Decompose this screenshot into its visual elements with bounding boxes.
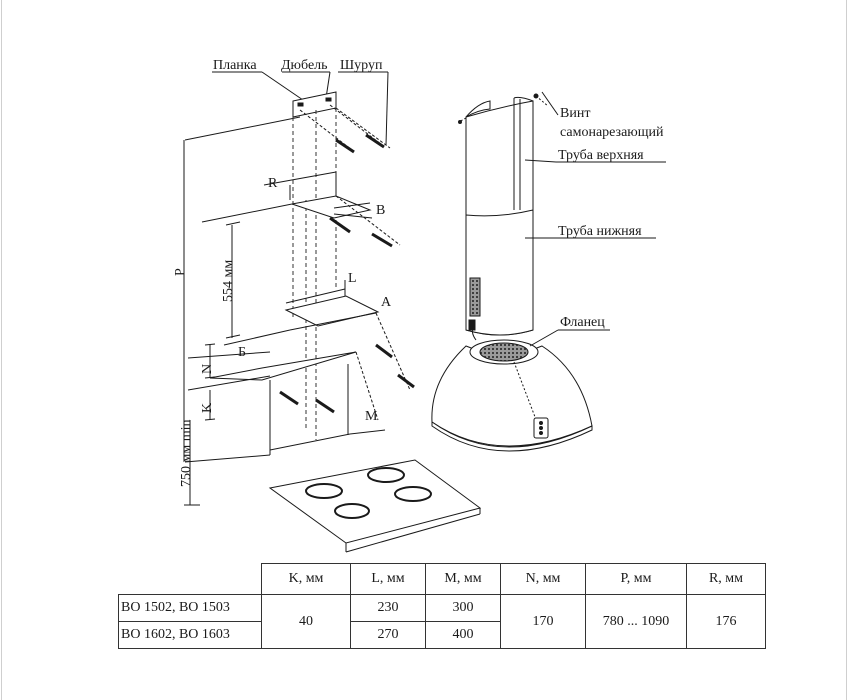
dim-750 <box>184 420 200 506</box>
hood-illustration <box>431 91 666 452</box>
dim-label-r: R <box>268 176 278 191</box>
dim-label-b: B <box>376 203 385 218</box>
cooktop <box>268 459 482 553</box>
table-header-row: K, мм L, мм M, мм N, мм P, мм R, мм <box>118 563 766 595</box>
dim-label-be: Б <box>238 345 246 360</box>
header-p: P, мм <box>585 563 687 595</box>
dim-554 <box>225 221 241 339</box>
label-truba-verkhnyaya: Труба верхняя <box>558 148 644 163</box>
dim-label-a: A <box>381 295 392 310</box>
label-planka: Планка <box>213 58 257 73</box>
label-truba-nizhnyaya: Труба нижняя <box>558 224 642 239</box>
cell-n: 170 <box>500 594 586 649</box>
header-l: L, мм <box>350 563 426 595</box>
duct-vent-grille <box>469 277 481 317</box>
cell-r: 176 <box>686 594 766 649</box>
right-frame-line <box>846 0 847 700</box>
k-level-screws <box>279 390 335 414</box>
hood-leader-lines <box>524 91 666 347</box>
b-level-screws <box>329 216 393 248</box>
table-row: ВО 1602, ВО 1603 270 400 <box>118 621 766 649</box>
dim-label-750: 750 мм min <box>179 420 194 488</box>
left-frame-line <box>1 0 2 700</box>
label-dyubel: Дюбель <box>281 58 328 73</box>
a-level-screws <box>375 343 415 389</box>
l-level <box>223 280 411 391</box>
dim-label-l: L <box>348 271 357 286</box>
dim-label-554: 554 мм <box>221 260 236 302</box>
label-shurup: Шуруп <box>340 58 383 73</box>
cell-l: 270 <box>350 621 426 649</box>
flange-grille <box>479 342 529 362</box>
top-screws <box>299 104 383 151</box>
lower-duct <box>465 209 534 336</box>
label-vint-line1: Винт <box>560 106 590 121</box>
dim-label-n: N <box>200 364 215 374</box>
mounting-scheme <box>183 71 482 553</box>
header-m: M, мм <box>425 563 501 595</box>
dim-label-m: M <box>365 409 378 424</box>
dim-label-p: P <box>173 268 188 276</box>
header-k: K, мм <box>261 563 351 595</box>
dim-label-k: K <box>200 403 215 413</box>
header-r: R, мм <box>686 563 766 595</box>
n-k-level <box>187 343 379 421</box>
cell-p: 780 ... 1090 <box>585 594 687 649</box>
label-vint-line2: самонарезающий <box>560 125 664 140</box>
cell-m: 300 <box>425 594 501 622</box>
hood-body <box>431 339 593 452</box>
label-flanets: Фланец <box>560 315 605 330</box>
cell-l: 230 <box>350 594 426 622</box>
m-level <box>184 364 386 463</box>
cell-k: 40 <box>261 594 351 649</box>
row-model: ВО 1502, ВО 1503 <box>118 594 262 622</box>
row-model: ВО 1602, ВО 1603 <box>118 621 262 649</box>
dimensions-table: K, мм L, мм M, мм N, мм P, мм R, мм ВО 1… <box>118 563 766 649</box>
table-row: ВО 1502, ВО 1503 40 230 300 170 780 ... … <box>118 594 766 649</box>
mounting-strip <box>292 91 337 118</box>
r-level <box>201 171 401 246</box>
top-screw-bodies <box>335 133 385 154</box>
table-corner-cell <box>118 563 262 595</box>
header-n: N, мм <box>500 563 586 595</box>
cell-m: 400 <box>425 621 501 649</box>
